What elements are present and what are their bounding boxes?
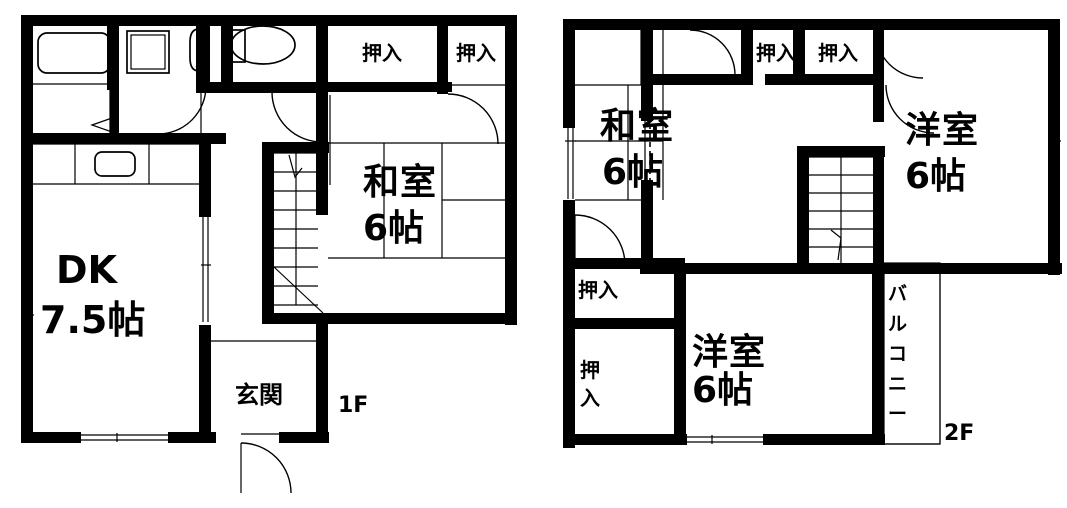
tatami-lines-washitsu-1f	[328, 142, 505, 259]
closet-5-label: 押入	[578, 278, 618, 302]
washitsu-2f-label: 和室	[600, 106, 674, 147]
washitsu-1f-label: 和室	[363, 162, 437, 203]
svg-text:ル: ル	[888, 313, 907, 335]
tatami-lines-washitsu-2f	[575, 30, 664, 201]
2f-walls	[563, 19, 1062, 448]
toilet-bowl-icon	[230, 25, 296, 65]
washitsu-1f-size-label: 6帖	[363, 208, 424, 249]
dk-label: DK	[56, 248, 119, 292]
closet-3-label: 押入	[756, 41, 796, 65]
yoshitsu-lower-label: 洋室	[692, 332, 766, 373]
1f-fixtures	[33, 25, 505, 342]
second-floor-plan: 和室 6帖 洋室 6帖 洋室 6帖 押入 押入 押入 押 入 バ ル コ ニ ー…	[563, 19, 1062, 448]
closet-1-label: 押入	[362, 41, 402, 65]
svg-text:コ: コ	[888, 343, 907, 365]
yoshitsu-right-label: 洋室	[905, 110, 979, 151]
first-floor-plan: DK 7.5帖 和室 6帖 玄関 押入 押入 1F	[21, 15, 517, 494]
1f-windows	[23, 17, 517, 442]
washbasin-icon	[126, 30, 170, 74]
floor-1f-tag: 1F	[338, 393, 368, 418]
washitsu-2f-size-label: 6帖	[602, 152, 663, 193]
balcony-label: バ ル コ ニ ー	[888, 283, 907, 425]
staircase-1f-icon	[273, 152, 324, 314]
2f-windows	[565, 21, 1061, 445]
svg-text:ー: ー	[888, 403, 907, 425]
1f-door-swings	[157, 85, 499, 494]
closet-2-label: 押入	[456, 41, 496, 65]
dk-size-label: 7.5帖	[40, 298, 145, 342]
genkan-label: 玄関	[235, 381, 283, 409]
staircase-2f-icon	[809, 156, 873, 266]
closet-4-label: 押入	[818, 41, 858, 65]
bathtub-icon	[37, 32, 111, 74]
yoshitsu-right-size-label: 6帖	[905, 156, 966, 197]
floor-2f-tag: 2F	[944, 421, 974, 446]
svg-text:押: 押	[580, 358, 600, 382]
svg-text:バ: バ	[888, 283, 907, 305]
svg-text:入: 入	[580, 386, 600, 410]
2f-door-swings	[574, 29, 935, 266]
toilet-tank-icon	[227, 29, 246, 63]
svg-text:ニ: ニ	[888, 373, 907, 395]
yoshitsu-lower-size-label: 6帖	[692, 370, 753, 411]
kitchen-sink-icon	[94, 151, 136, 177]
2f-fixtures	[575, 30, 873, 266]
closet-6-label: 押 入	[580, 358, 600, 410]
